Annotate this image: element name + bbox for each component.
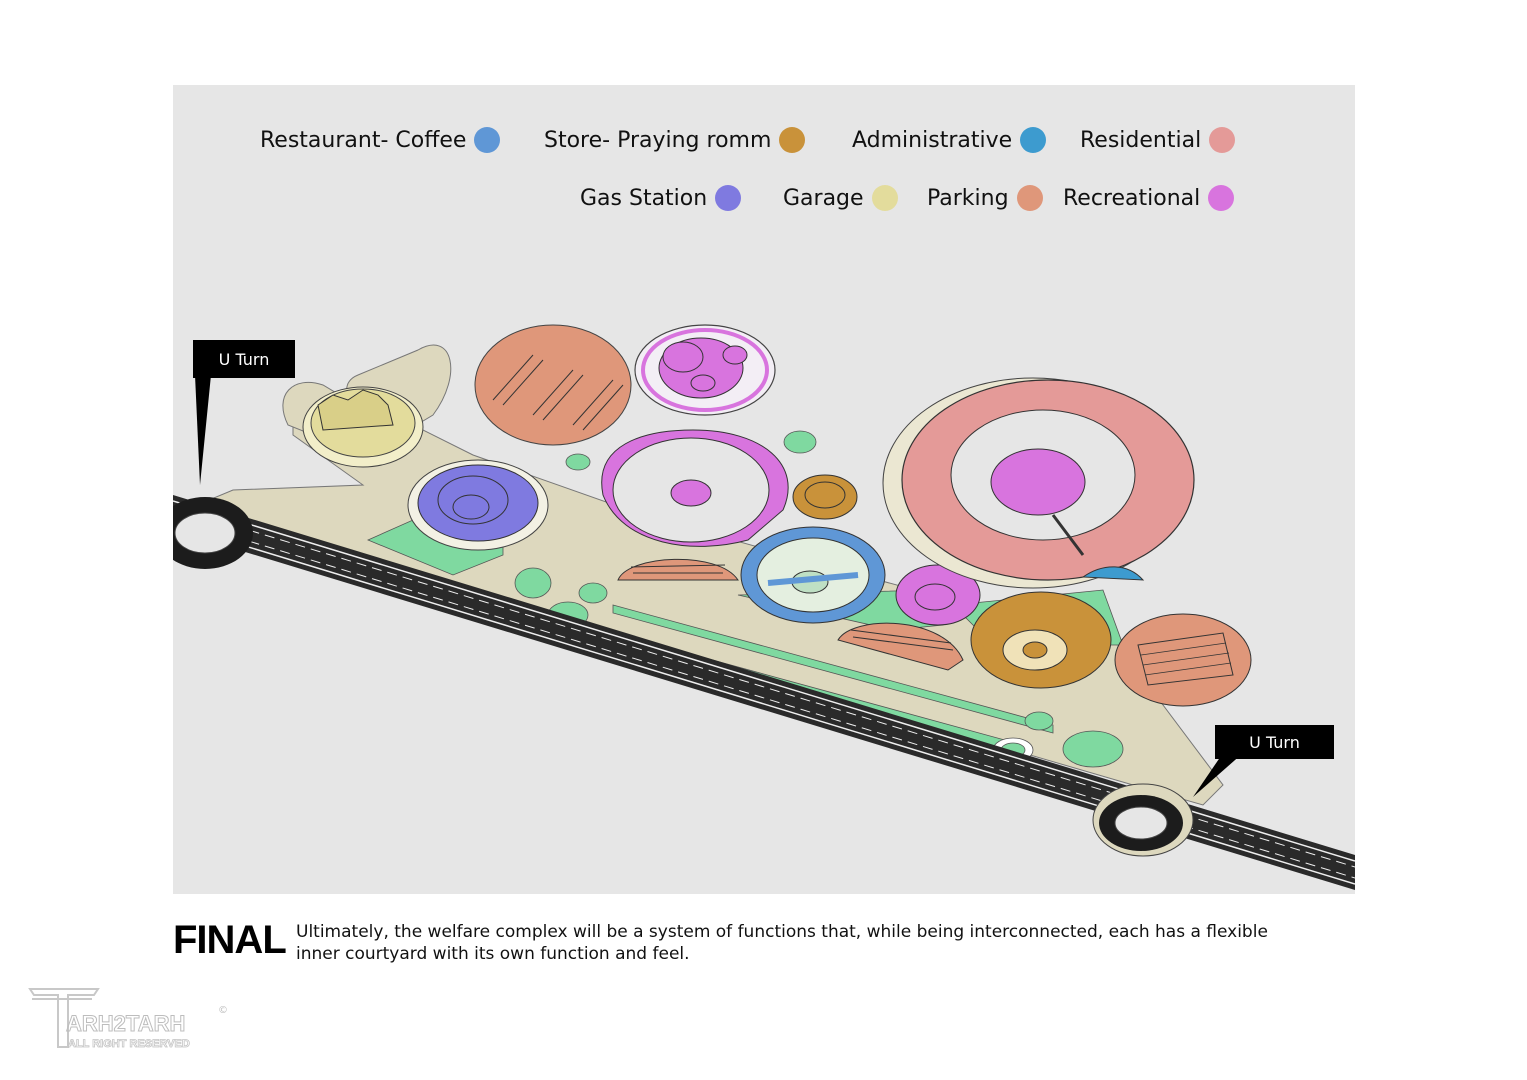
legend-swatch [1208, 185, 1235, 211]
recreational-zone-top [634, 324, 776, 416]
legend-residential: Residential [1080, 127, 1236, 153]
legend-recreational: Recreational [1063, 185, 1235, 211]
final-title: FINAL [173, 918, 287, 962]
legend-label: Residential [1080, 127, 1202, 153]
legend-label: Gas Station [580, 185, 708, 211]
watermark-brand: ARH2TARH [66, 1011, 185, 1036]
legend-store-praying-room: Store- Praying romm [544, 127, 806, 153]
legend-swatch [474, 127, 501, 153]
u-turn-left-callout: U Turn [193, 340, 295, 378]
watermark-tagline: ALL RIGHT RESERVED [68, 1038, 190, 1050]
legend-label: Store- Praying romm [544, 127, 772, 153]
u-turn-left-pointer [195, 375, 211, 485]
legend-garage: Garage [783, 185, 898, 211]
watermark-copyright-mark: © [218, 1005, 228, 1016]
tarh2tarh-watermark-logo: ARH2TARH ALL RIGHT RESERVED © [28, 988, 228, 1050]
parking-zone-middle [617, 558, 739, 581]
site-plan-panel: Restaurant- Coffee Store- Praying romm A… [173, 85, 1355, 894]
legend-swatch [715, 185, 742, 211]
legend-swatch [1020, 127, 1047, 153]
recreational-zone-ring [601, 429, 789, 547]
parking-zone-top [474, 324, 632, 446]
recreational-zone-small [895, 564, 981, 626]
legend-swatch [1016, 185, 1043, 211]
residential-zone [882, 377, 1195, 589]
legend-label: Parking [927, 185, 1009, 211]
legend-restaurant-coffee: Restaurant- Coffee [260, 127, 501, 153]
u-turn-left-loop [173, 497, 253, 569]
legend-label: Recreational [1063, 185, 1201, 211]
site-plan-drawing [173, 324, 1355, 890]
gas-station-zone [407, 459, 549, 551]
parking-zone-right [1114, 613, 1252, 707]
legend-label: Administrative [852, 127, 1013, 153]
legend-swatch [1209, 127, 1236, 153]
parking-zone-bottom [837, 622, 964, 671]
legend-administrative: Administrative [852, 127, 1047, 153]
u-turn-right-callout: U Turn [1215, 725, 1334, 759]
final-description: Ultimately, the welfare complex will be … [296, 922, 1268, 964]
legend-swatch [871, 185, 898, 211]
u-turn-right-pointer [1193, 753, 1243, 797]
legend-parking: Parking [927, 185, 1043, 211]
legend-label: Restaurant- Coffee [260, 127, 467, 153]
legend-label: Garage [783, 185, 864, 211]
store-zone-large [970, 591, 1112, 689]
legend-swatch [779, 127, 806, 153]
garage-zone [302, 386, 424, 468]
legend-gas-station: Gas Station [580, 185, 742, 211]
store-zone-small [792, 474, 858, 520]
restaurant-coffee-zone [740, 526, 886, 624]
u-turn-right-loop [1092, 783, 1194, 857]
